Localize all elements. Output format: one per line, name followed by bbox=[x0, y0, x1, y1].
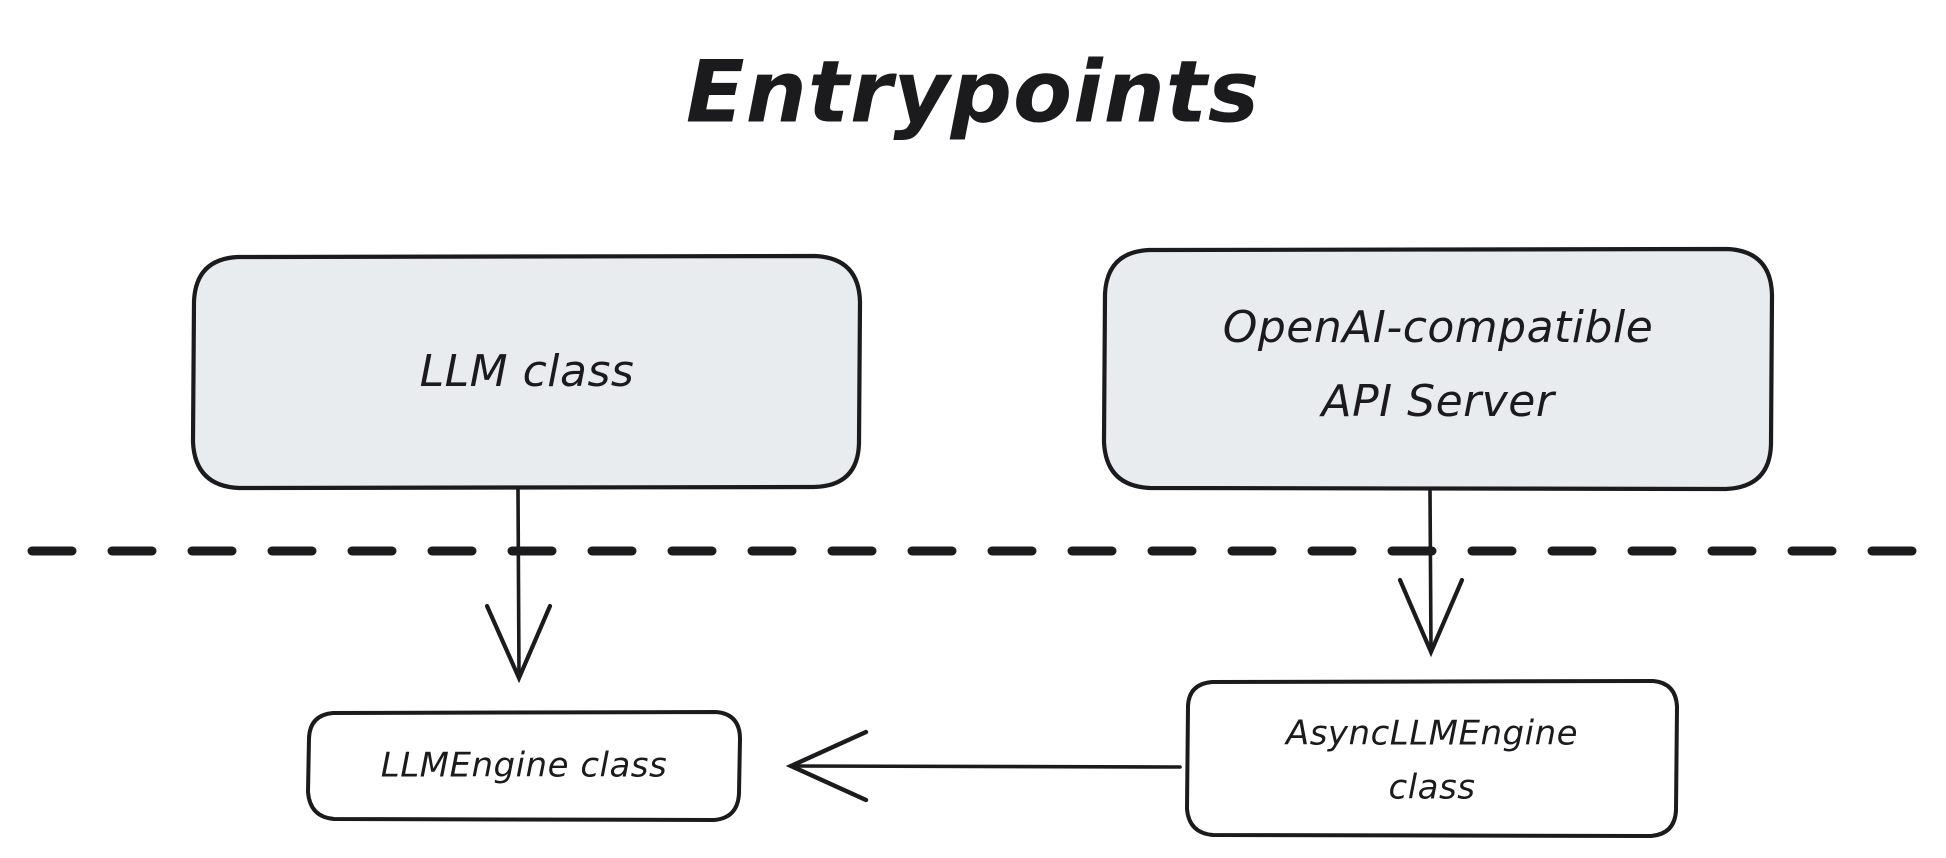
edge-asyncllmengine-to-llmengine-line bbox=[791, 764, 1182, 769]
node-openai-api-server-label-line2: API Server bbox=[1319, 376, 1557, 427]
edge-asyncllmengine-to-llmengine-arrowhead bbox=[785, 729, 869, 803]
node-llmengine-class-shape bbox=[306, 710, 742, 822]
node-llm-class-shape bbox=[190, 253, 863, 491]
page-title: Entrypoints bbox=[686, 42, 1260, 142]
edge-apiserver-to-asyncllmengine-line bbox=[1428, 488, 1433, 652]
node-llm-class-label: LLM class bbox=[420, 346, 635, 397]
node-asyncllmengine-class-label-line1: AsyncLLMEngine bbox=[1284, 714, 1578, 754]
node-llm-class[interactable]: LLM class bbox=[190, 253, 863, 491]
node-openai-api-server[interactable]: OpenAI-compatible API Server bbox=[1101, 246, 1775, 492]
edge-llm-to-llmengine-arrowhead bbox=[484, 603, 553, 684]
edge-apiserver-to-asyncllmengine bbox=[1397, 488, 1465, 658]
node-asyncllmengine-class[interactable]: AsyncLLMEngine class bbox=[1185, 679, 1679, 838]
edge-apiserver-to-asyncllmengine-arrowhead bbox=[1397, 577, 1465, 658]
node-llmengine-class[interactable]: LLMEngine class bbox=[306, 710, 742, 822]
edge-asyncllmengine-to-llmengine bbox=[785, 729, 1182, 803]
node-openai-api-server-label-line1: OpenAI-compatible bbox=[1223, 302, 1654, 353]
node-asyncllmengine-class-label-line2: class bbox=[1389, 768, 1476, 808]
edge-llm-to-llmengine-line bbox=[516, 487, 521, 678]
node-asyncllmengine-class-shape bbox=[1185, 679, 1679, 838]
edge-llm-to-llmengine bbox=[484, 487, 553, 684]
node-openai-api-server-shape bbox=[1101, 246, 1775, 492]
node-llmengine-class-label: LLMEngine class bbox=[381, 746, 667, 786]
